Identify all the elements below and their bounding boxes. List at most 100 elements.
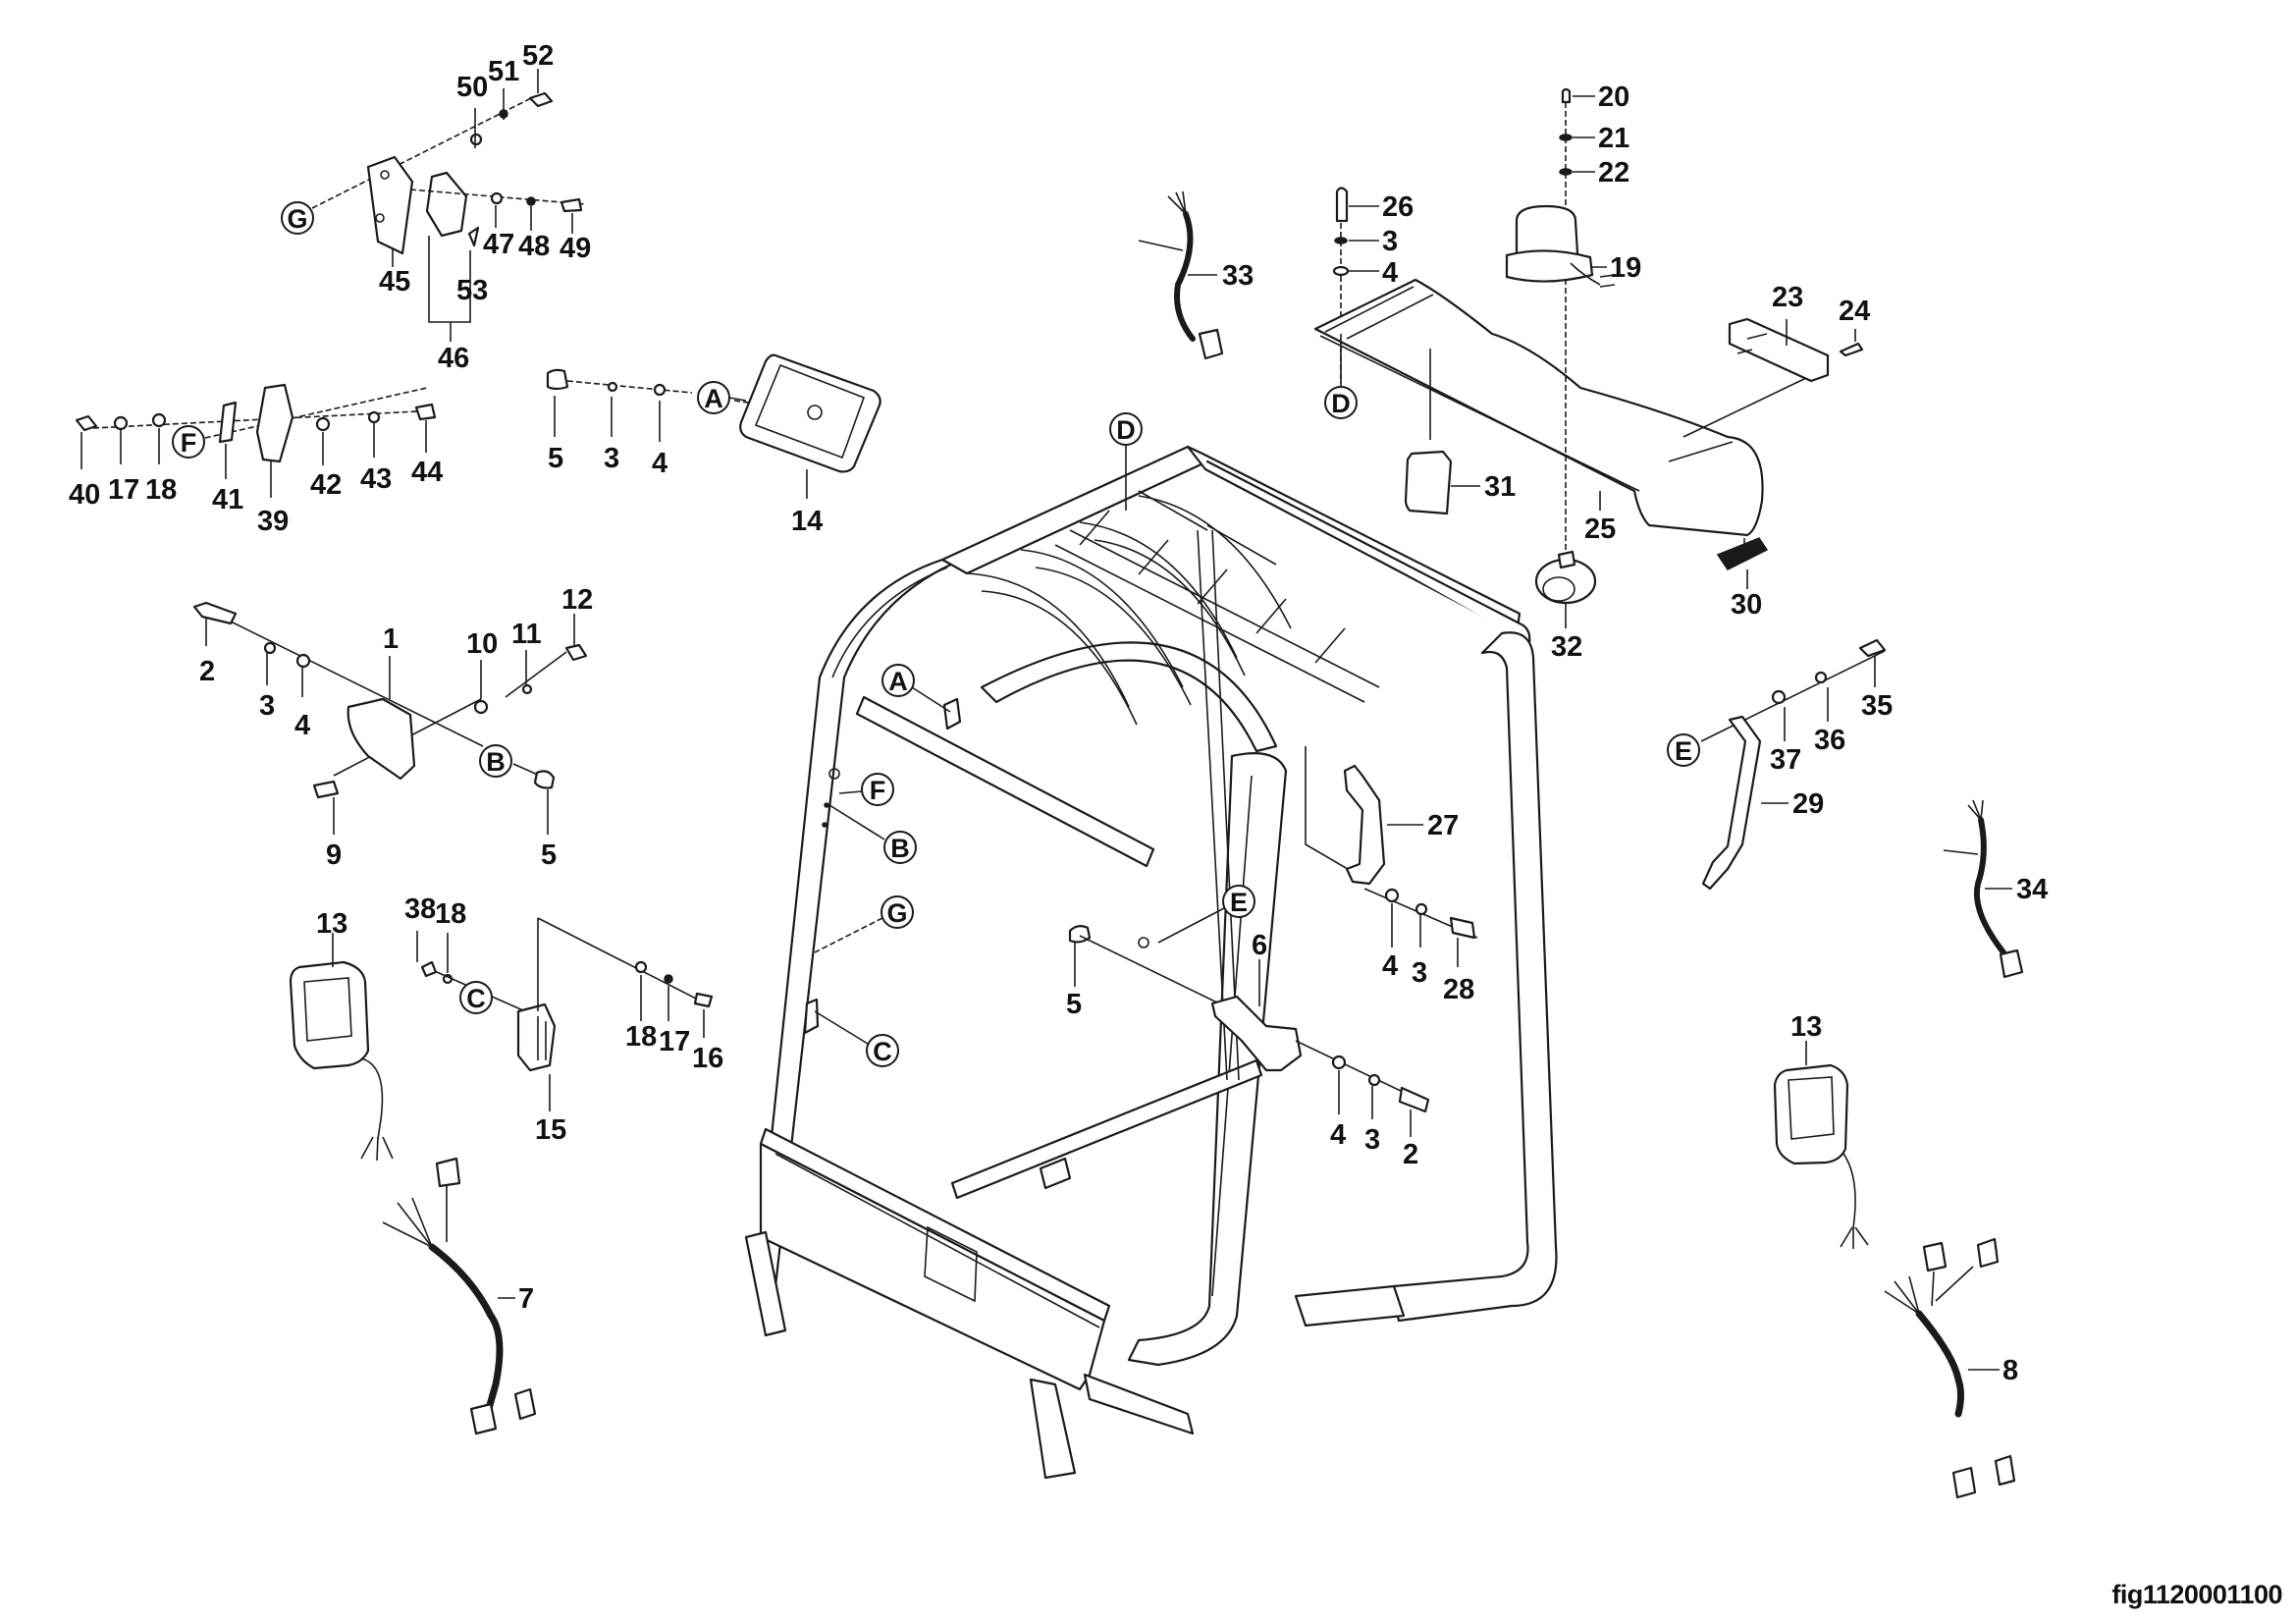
callout-46: 46 — [438, 343, 469, 374]
ref-marker-b: B — [479, 744, 512, 778]
ref-marker-g: G — [281, 201, 314, 235]
svg-text:F: F — [181, 428, 197, 458]
callout-52: 52 — [522, 40, 554, 72]
callout-15: 15 — [535, 1114, 566, 1146]
callout-22: 22 — [1598, 157, 1629, 189]
callout-2: 2 — [1403, 1139, 1418, 1170]
callout-5: 5 — [541, 839, 557, 871]
svg-text:C: C — [873, 1037, 892, 1066]
cab-frame — [744, 445, 1558, 1480]
svg-text:B: B — [486, 747, 506, 777]
callout-28: 28 — [1443, 974, 1474, 1005]
callout-27: 27 — [1427, 810, 1459, 841]
svg-text:G: G — [886, 898, 907, 928]
grab-handle-group — [1305, 746, 1478, 967]
callout-3: 3 — [1412, 957, 1427, 989]
callout-29: 29 — [1792, 788, 1824, 820]
callout-4: 4 — [1382, 950, 1398, 982]
ref-marker-b-cab: B — [883, 831, 917, 864]
callout-2: 2 — [199, 656, 215, 687]
callout-30: 30 — [1731, 589, 1762, 621]
step-bracket-group — [1068, 924, 1430, 1137]
work-lamp-right-group — [1773, 1041, 2016, 1499]
lamp-bracket-group-b — [192, 601, 588, 835]
callout-4: 4 — [294, 710, 310, 741]
callout-23: 23 — [1772, 282, 1803, 313]
callout-16: 16 — [692, 1043, 723, 1074]
callout-11: 11 — [511, 619, 542, 650]
callout-5: 5 — [548, 443, 563, 474]
wiring-harness-33 — [1138, 190, 1224, 360]
rear-lamp-group-f — [75, 383, 438, 498]
callout-18: 18 — [625, 1021, 657, 1053]
callout-14: 14 — [791, 506, 823, 537]
svg-text:E: E — [1675, 736, 1692, 766]
callout-3: 3 — [604, 443, 619, 474]
roof-light-panel — [1313, 87, 1864, 628]
callout-49: 49 — [560, 233, 591, 264]
callout-44: 44 — [411, 457, 443, 488]
callout-38: 38 — [404, 893, 436, 925]
callout-17: 17 — [659, 1026, 690, 1057]
ref-marker-e-cab: E — [1222, 885, 1255, 918]
ref-marker-c: C — [459, 981, 493, 1014]
callout-35: 35 — [1861, 690, 1893, 722]
callout-26: 26 — [1382, 191, 1414, 223]
work-lamp-group-c — [289, 917, 714, 1162]
svg-text:C: C — [466, 984, 486, 1013]
callout-12: 12 — [561, 584, 593, 616]
handle-group-e — [1700, 638, 1887, 891]
callout-18: 18 — [145, 474, 177, 506]
mirror-group-a — [546, 353, 881, 499]
ref-marker-e-handle: E — [1667, 733, 1700, 767]
svg-text:A: A — [888, 667, 908, 696]
callout-25: 25 — [1584, 514, 1616, 545]
callout-10: 10 — [466, 628, 498, 660]
callout-20: 20 — [1598, 81, 1629, 113]
callout-39: 39 — [257, 506, 289, 537]
reference-markers: G F A B C D D A F B G C E E — [172, 201, 1700, 1067]
callout-53: 53 — [456, 275, 488, 306]
svg-text:E: E — [1230, 888, 1248, 917]
wiring-harness-34 — [1943, 799, 2024, 979]
callout-3: 3 — [259, 690, 275, 722]
ref-marker-c-cab: C — [866, 1034, 899, 1067]
callout-9: 9 — [326, 839, 342, 871]
ref-marker-d-cab: D — [1109, 412, 1143, 446]
callout-31: 31 — [1484, 471, 1516, 503]
callout-13: 13 — [1790, 1011, 1822, 1043]
ref-marker-d-roof: D — [1324, 386, 1358, 419]
svg-text:F: F — [870, 776, 886, 805]
callout-6: 6 — [1252, 930, 1267, 961]
ref-marker-f: F — [172, 425, 205, 459]
callout-1: 1 — [383, 623, 399, 655]
ref-marker-g-cab: G — [881, 895, 914, 929]
mirror-bracket-group-g — [311, 69, 587, 342]
callout-47: 47 — [483, 229, 514, 260]
callout-4: 4 — [652, 448, 667, 479]
svg-text:G: G — [287, 204, 307, 234]
svg-text:A: A — [704, 384, 723, 413]
ref-marker-f-cab: F — [861, 773, 894, 806]
callout-24: 24 — [1839, 296, 1870, 327]
callout-41: 41 — [212, 484, 243, 515]
callout-19: 19 — [1610, 252, 1641, 284]
callout-37: 37 — [1770, 744, 1801, 776]
callout-8: 8 — [2002, 1355, 2018, 1386]
part-callouts: 50 51 52 45 47 48 49 53 46 40 17 18 41 3… — [69, 40, 2048, 1386]
callout-4: 4 — [1330, 1119, 1346, 1151]
callout-3: 3 — [1364, 1124, 1380, 1156]
callout-40: 40 — [69, 479, 100, 511]
callout-43: 43 — [360, 463, 392, 495]
callout-51: 51 — [488, 56, 519, 87]
callout-17: 17 — [108, 474, 139, 506]
callout-3: 3 — [1382, 226, 1398, 257]
callout-50: 50 — [456, 72, 488, 103]
callout-48: 48 — [518, 231, 550, 262]
callout-7: 7 — [518, 1283, 534, 1315]
callout-33: 33 — [1222, 260, 1254, 292]
callout-32: 32 — [1551, 631, 1582, 663]
callout-5: 5 — [1066, 989, 1082, 1020]
callout-4: 4 — [1382, 257, 1398, 289]
